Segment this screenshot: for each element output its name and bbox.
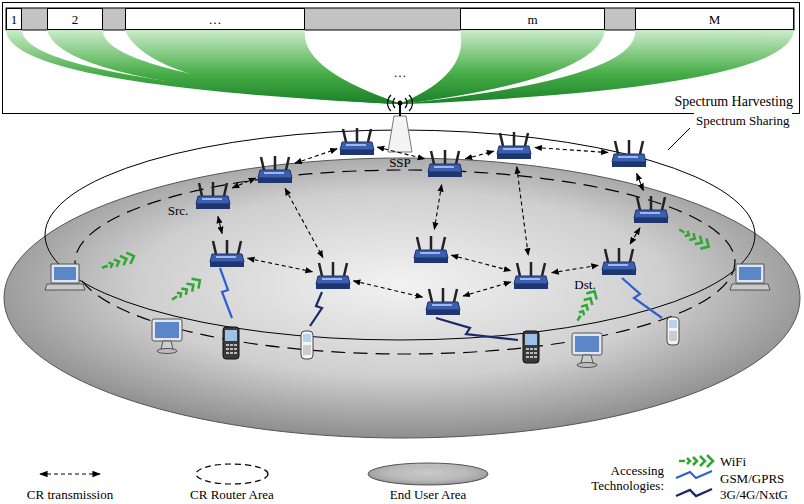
channel-box: m [460,8,605,30]
cr-link [285,188,323,257]
cr-link [463,282,511,296]
channel-number: … [209,12,222,27]
legend-text: End User Area [390,487,467,502]
legend-swatch [370,465,486,483]
cr-link [295,149,337,163]
cr-link [630,228,640,244]
cr-link [232,178,255,188]
channel-box: 1 [6,8,22,30]
legend-heading: Accessing Technologies: [568,463,664,493]
legend-text: CR Router Area [190,487,274,502]
spectrum-panel: Spectrum Harvesting 1 2 … m M [2,2,800,114]
channel-number: m [527,12,537,27]
channel-box: … [125,8,305,30]
ssp-label: SSP [389,155,411,170]
cr-link [637,174,644,191]
legend-text: CR transmission [27,487,113,502]
cr-link [517,167,529,255]
channel-box: 2 [47,8,103,30]
cr-link [552,265,599,272]
channel-box: M [635,8,794,30]
panel-title: Spectrum Harvesting [674,94,793,109]
destination-label: Dst. [574,277,595,292]
source-label: Src. [168,203,189,218]
cr-link [451,255,510,270]
legend-text: 3G/4G/NxtG [720,487,788,502]
channel-number: M [709,12,721,27]
legend-text: GSM/GPRS [720,471,784,486]
cr-link [218,216,222,233]
cr-link [535,147,608,152]
cr-link [465,151,493,158]
legend-text: WiFi [720,454,746,469]
cr-link [248,258,313,271]
cr-link [434,185,441,230]
cr-link [353,281,422,297]
area-label: Spectrum Sharing [694,113,792,128]
ellipsis: … [394,65,407,80]
channel-number: 1 [11,12,18,27]
channel-number: 2 [72,12,79,27]
